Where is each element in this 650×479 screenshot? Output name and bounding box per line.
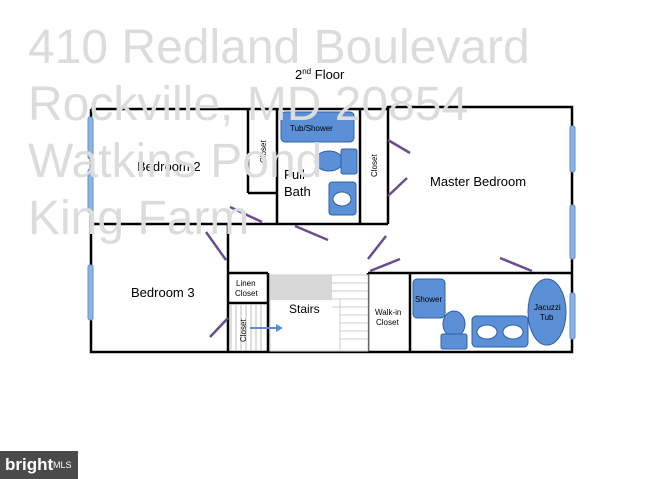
window — [569, 125, 576, 173]
shower — [412, 278, 446, 319]
door-swing — [369, 257, 401, 273]
door-swing — [387, 138, 411, 155]
floor-title: 2nd Floor — [295, 67, 345, 82]
sink-basin — [476, 324, 498, 340]
window — [87, 116, 94, 160]
badge-suffix: MLS — [53, 460, 72, 470]
room-label-closet-master: Closet — [370, 154, 379, 177]
door-swing — [204, 231, 228, 261]
window — [569, 292, 576, 340]
toilet-tank — [440, 333, 468, 350]
door-swing — [367, 235, 387, 260]
room-label-full-bath: Full — [284, 167, 305, 182]
watermark-line: Watkins Pond — [28, 135, 323, 188]
watermark-line: Rockville, MD 20854 — [28, 78, 469, 131]
watermark-line: 410 Redland Boulevard — [28, 21, 530, 74]
jacuzzi-tub — [527, 278, 567, 346]
tub-shower — [280, 111, 355, 143]
room-label-stairs: Stairs — [289, 302, 320, 316]
fixture-label-shower: Shower — [415, 295, 442, 304]
toilet-bowl — [442, 310, 466, 338]
room-label-walkin: Walk-in — [375, 308, 401, 317]
door-swing — [499, 256, 533, 273]
arrow-head-icon — [276, 324, 283, 332]
door-swing — [294, 224, 329, 242]
door-swing — [209, 317, 229, 338]
door-swing — [387, 177, 408, 197]
badge-brand: bright — [5, 455, 54, 474]
room-label-bedroom3: Bedroom 3 — [131, 285, 195, 300]
room-label-bedroom2: Bedroom 2 — [137, 159, 201, 174]
sink-basin — [332, 191, 352, 207]
sink-basin — [502, 324, 524, 340]
mls-badge: bright MLS — [0, 451, 78, 479]
windows — [87, 116, 576, 340]
room-label-master: Master Bedroom — [430, 174, 526, 189]
room-label-closet-bedroom2: Closet — [259, 140, 268, 163]
watermark-line: King Farm — [28, 192, 250, 245]
window — [569, 204, 576, 260]
toilet-tank — [340, 148, 358, 175]
fixture-label-jacuzzi: Jacuzzi — [534, 303, 561, 312]
walls — [89, 105, 574, 354]
fixture-label-tub-shower: Tub/Shower — [290, 124, 333, 133]
room-label-full-bath-2: Bath — [284, 184, 311, 199]
door-swing — [229, 205, 263, 224]
room-label-linen-2: Closet — [235, 289, 258, 298]
window — [87, 264, 94, 321]
stairs — [230, 274, 369, 352]
room-label-walkin-2: Closet — [376, 318, 399, 327]
doors — [204, 138, 533, 338]
room-label-closet-bedroom3: Closet — [239, 319, 248, 342]
room-label-linen: Linen — [236, 279, 256, 288]
window — [87, 168, 94, 214]
fixture-label-jacuzzi-2: Tub — [540, 313, 554, 322]
fixtures — [280, 111, 567, 350]
